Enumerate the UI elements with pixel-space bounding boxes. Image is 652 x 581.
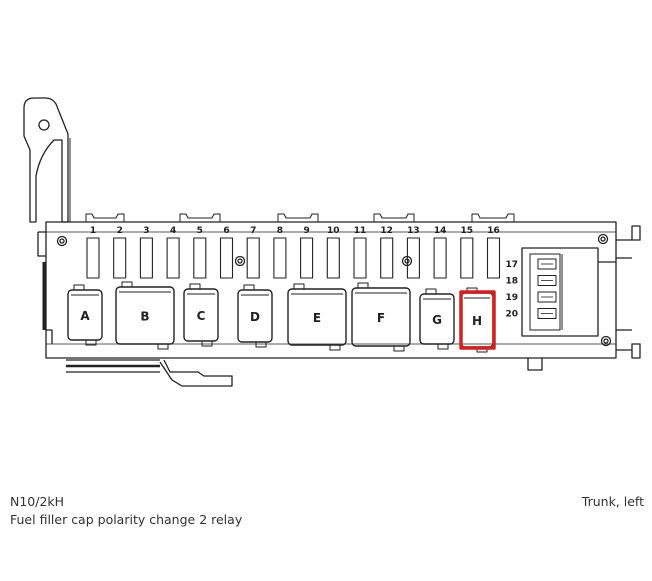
fuse-number: 5 <box>197 226 203 236</box>
fuse-number: 8 <box>277 226 283 236</box>
fuse-slot: 1 <box>86 226 100 279</box>
fuse-number: 10 <box>327 226 340 236</box>
side-connector <box>521 247 616 337</box>
fuse-row-clips <box>85 213 515 222</box>
fuse-slot: 16 <box>486 226 501 279</box>
fuse-slot: 8 <box>273 226 287 279</box>
bracket-hole <box>38 119 50 131</box>
relay-label: H <box>472 314 482 328</box>
screw-icon <box>597 233 609 245</box>
side-slots: 17 18 19 20 <box>505 258 557 320</box>
component-location: Trunk, left <box>581 494 644 509</box>
highlight-frame <box>459 290 496 350</box>
mounting-bracket <box>23 97 71 223</box>
side-number: 17 <box>505 260 518 270</box>
side-number: 18 <box>505 277 518 287</box>
relay-e: E <box>287 283 347 351</box>
fuse-slot: 6 <box>219 226 234 279</box>
relay-c: C <box>183 283 219 347</box>
screw-icon <box>234 255 246 267</box>
relay-label: E <box>313 311 321 325</box>
side-number: 20 <box>505 310 518 320</box>
side-slot: 19 <box>505 291 557 303</box>
fuse-number: 11 <box>354 226 367 236</box>
fuse-number: 7 <box>250 226 256 236</box>
fuse-number: 14 <box>434 226 447 236</box>
fuse-number: 4 <box>170 226 176 236</box>
relay-label: G <box>432 313 442 327</box>
fuse-number: 1 <box>90 226 96 236</box>
relay-label: B <box>140 310 149 324</box>
relay-h: H <box>460 287 494 353</box>
relay-f: F <box>351 282 411 352</box>
fuse-number: 9 <box>303 226 309 236</box>
fuse-slot: 14 <box>433 226 447 279</box>
fuse-slot: 5 <box>193 226 207 279</box>
fuse-number: 6 <box>223 226 229 236</box>
fuse-number: 13 <box>407 226 420 236</box>
fuse-slot: 9 <box>300 226 314 279</box>
relay-label: A <box>80 309 90 323</box>
relay-g: G <box>419 288 455 350</box>
fuse-slot: 4 <box>166 226 180 279</box>
relay-label: F <box>377 311 385 325</box>
relay-a: A <box>67 284 103 346</box>
fuse-number: 15 <box>461 226 474 236</box>
screw-icon <box>600 335 612 347</box>
relay-label: D <box>250 310 260 324</box>
fuse-slot: 10 <box>326 226 340 279</box>
fuse-slot: 13 <box>406 226 420 279</box>
fuse-slot: 3 <box>139 226 153 279</box>
side-slot: 20 <box>505 308 557 320</box>
component-code: N10/2kH <box>10 494 65 509</box>
screw-icon <box>56 235 68 247</box>
side-slot: 18 <box>505 275 557 287</box>
relay-d: D <box>237 284 273 348</box>
fuse-slot: 12 <box>380 226 394 279</box>
side-slot: 17 <box>505 258 557 270</box>
component-description: Fuel filler cap polarity change 2 relay <box>10 512 243 527</box>
fuse-slot: 11 <box>353 226 367 279</box>
fuse-number: 12 <box>380 226 393 236</box>
fuse-number: 2 <box>117 226 123 236</box>
fuse-number: 16 <box>487 226 500 236</box>
side-number: 19 <box>505 293 518 303</box>
relay-label: C <box>197 309 206 323</box>
relay-b: B <box>115 281 175 350</box>
relays: A B C D E F G H <box>67 281 494 353</box>
fuse-number: 3 <box>143 226 149 236</box>
fuse-slot: 15 <box>460 226 474 279</box>
fuse-slot: 2 <box>113 226 127 279</box>
fuse-slot: 7 <box>246 226 260 279</box>
